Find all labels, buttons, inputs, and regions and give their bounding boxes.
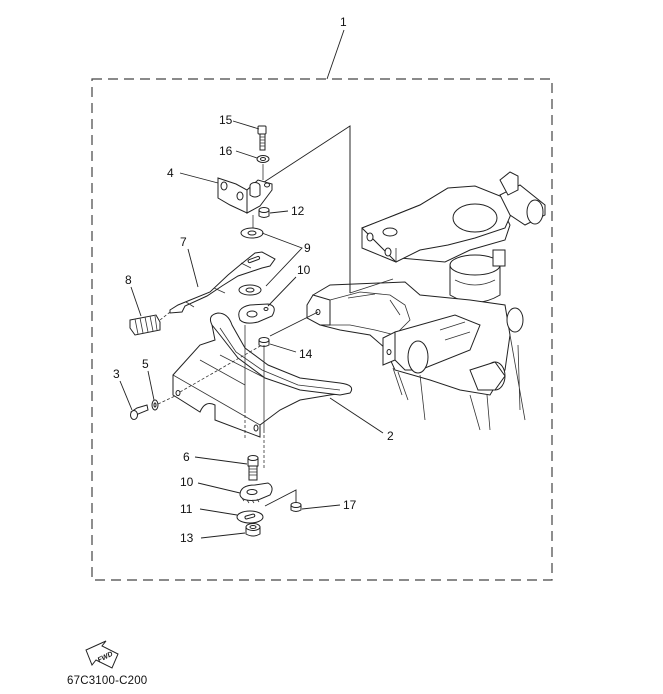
assembly-frame xyxy=(91,78,553,581)
drawing-code: 67C3100-C200 xyxy=(67,675,148,687)
part-8-grip xyxy=(129,314,161,336)
part-15-bolt xyxy=(257,125,267,151)
part-17-nut xyxy=(290,502,302,512)
callout-13: 13 xyxy=(180,531,194,545)
callout-10-lower: 10 xyxy=(180,475,194,489)
callout-3: 3 xyxy=(113,367,120,381)
callout-14: 14 xyxy=(299,347,313,361)
part-11-washer xyxy=(236,510,264,524)
part-9-washer-lower xyxy=(238,284,262,296)
callout-7: 7 xyxy=(180,235,187,249)
callout-10-upper: 10 xyxy=(297,263,311,277)
callout-5: 5 xyxy=(142,357,149,371)
callout-15: 15 xyxy=(219,113,233,127)
part-16-washer xyxy=(256,155,270,163)
callout-6: 6 xyxy=(183,450,190,464)
callout-2: 2 xyxy=(387,429,394,443)
leader-1 xyxy=(326,29,345,80)
callout-9: 9 xyxy=(304,241,311,255)
hidden-line xyxy=(179,344,263,393)
part-14-nut xyxy=(258,337,270,347)
part-9-washer-upper xyxy=(240,227,264,239)
leader-4-engine xyxy=(257,125,351,293)
part-10-washer-lower xyxy=(239,482,273,504)
part-10-washer-upper xyxy=(238,303,275,324)
callout-8: 8 xyxy=(125,273,132,287)
part-3-screw xyxy=(130,404,149,420)
part-12-nut xyxy=(258,207,270,218)
part-2-plate xyxy=(172,312,353,438)
callout-12: 12 xyxy=(291,204,305,218)
part-4-bracket xyxy=(217,177,273,214)
callout-4: 4 xyxy=(167,166,174,180)
callout-17: 17 xyxy=(343,498,357,512)
callout-1: 1 xyxy=(340,15,347,29)
part-5-washer xyxy=(151,399,159,411)
part-6-bolt xyxy=(247,455,259,481)
steering-bracket-engine xyxy=(306,126,546,431)
part-13-nut xyxy=(245,523,261,537)
callout-11: 11 xyxy=(180,502,193,516)
callout-16: 16 xyxy=(219,144,233,158)
part-7-lever xyxy=(169,251,276,314)
fwd-arrow-icon: FWD xyxy=(85,640,119,669)
